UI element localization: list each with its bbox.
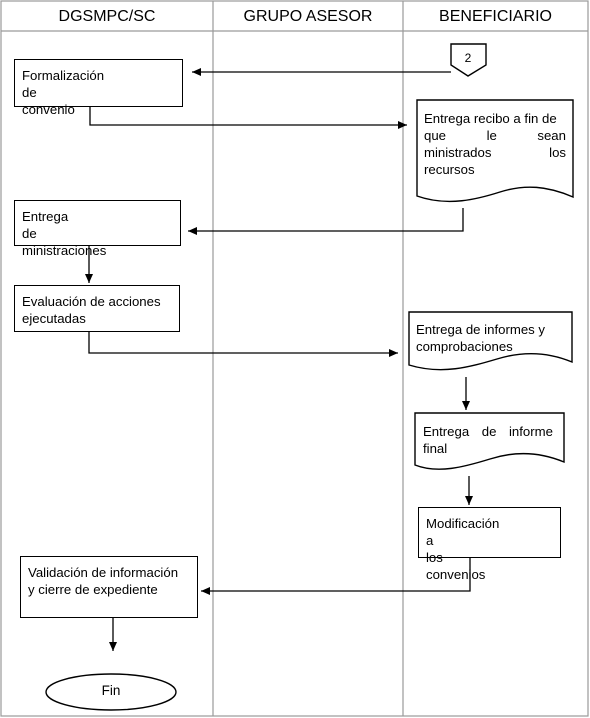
step-modificacion-w3: los <box>426 550 443 565</box>
step-entrega-informe-final: Entrega de informe final <box>423 423 553 457</box>
step-evaluacion-line2: ejecutadas <box>22 311 86 326</box>
lane-header-grupo-asesor: GRUPO ASESOR <box>243 8 373 25</box>
step-informes-line2: comprobaciones <box>416 339 513 354</box>
step-evaluacion: Evaluación de acciones ejecutadas <box>14 285 180 332</box>
step-entrega-recibo: Entrega recibo a fin de que le sean minist… <box>424 110 566 178</box>
arrow-modificacion-to-validacion <box>201 558 471 595</box>
step-formalizacion-w1: Formalización <box>22 68 105 83</box>
lane-header-dgsmpc: DGSMPC/SC <box>58 8 156 25</box>
doc-shape-entrega-informes <box>408 311 573 371</box>
offpage-connector-shape <box>450 43 487 77</box>
step-ministraciones-w1: Entrega <box>22 209 69 224</box>
offpage-connector-label: 2 <box>464 51 472 65</box>
step-recibo-w4: sean <box>537 128 566 143</box>
step-formalizacion-w3: convenio <box>22 102 75 117</box>
step-entrega-ministraciones: Entrega de ministraciones <box>14 200 181 258</box>
step-informe-final-w3: informe <box>509 424 553 439</box>
doc-shape-entrega-informe-final <box>414 412 565 470</box>
step-entrega-informes: Entrega de informes y comprobaciones <box>416 321 566 355</box>
step-modificacion-w2: a <box>426 533 434 548</box>
step-recibo-w5: ministrados <box>424 145 492 160</box>
step-ministraciones-w2: de <box>22 226 37 241</box>
step-informe-final-w4: final <box>423 441 448 456</box>
step-ministraciones-w3: ministraciones <box>22 243 107 258</box>
step-formalizacion-w2: de <box>22 85 37 100</box>
step-recibo-w6: los <box>549 145 566 160</box>
doc-shape-entrega-recibo <box>416 99 574 203</box>
terminal-fin-label: Fin <box>101 683 121 698</box>
step-recibo-w3: le <box>486 128 497 143</box>
step-formalizacion: Formalización de convenio <box>14 59 183 117</box>
step-informe-final-w1: Entrega <box>423 424 470 439</box>
lane-header-beneficiario: BENEFICIARIO <box>439 8 552 25</box>
step-recibo-w7: recursos <box>424 162 475 177</box>
step-validacion-line2: y cierre de expediente <box>28 582 158 597</box>
step-modificacion-w4: convenios <box>426 567 486 582</box>
arrow-recibo-to-ministraciones <box>188 208 464 235</box>
step-validacion: Validación de información y cierre de ex… <box>20 556 198 618</box>
step-informe-final-w2: de <box>481 424 497 439</box>
terminal-shape-fin <box>45 673 177 711</box>
step-informes-line1: Entrega de informes y <box>416 322 546 337</box>
step-evaluacion-line1: Evaluación de acciones <box>22 294 161 309</box>
arrow-formalizacion-to-recibo <box>89 107 407 129</box>
step-validacion-line1: Validación de información <box>28 565 179 580</box>
step-recibo-line1: Entrega recibo a fin de <box>424 111 557 126</box>
step-modificacion-w1: Modificación <box>426 516 500 531</box>
step-recibo-w2: que <box>424 128 447 143</box>
arrow-evaluacion-to-informes <box>88 332 398 357</box>
step-modificacion: Modificación a los convenios <box>418 507 561 582</box>
